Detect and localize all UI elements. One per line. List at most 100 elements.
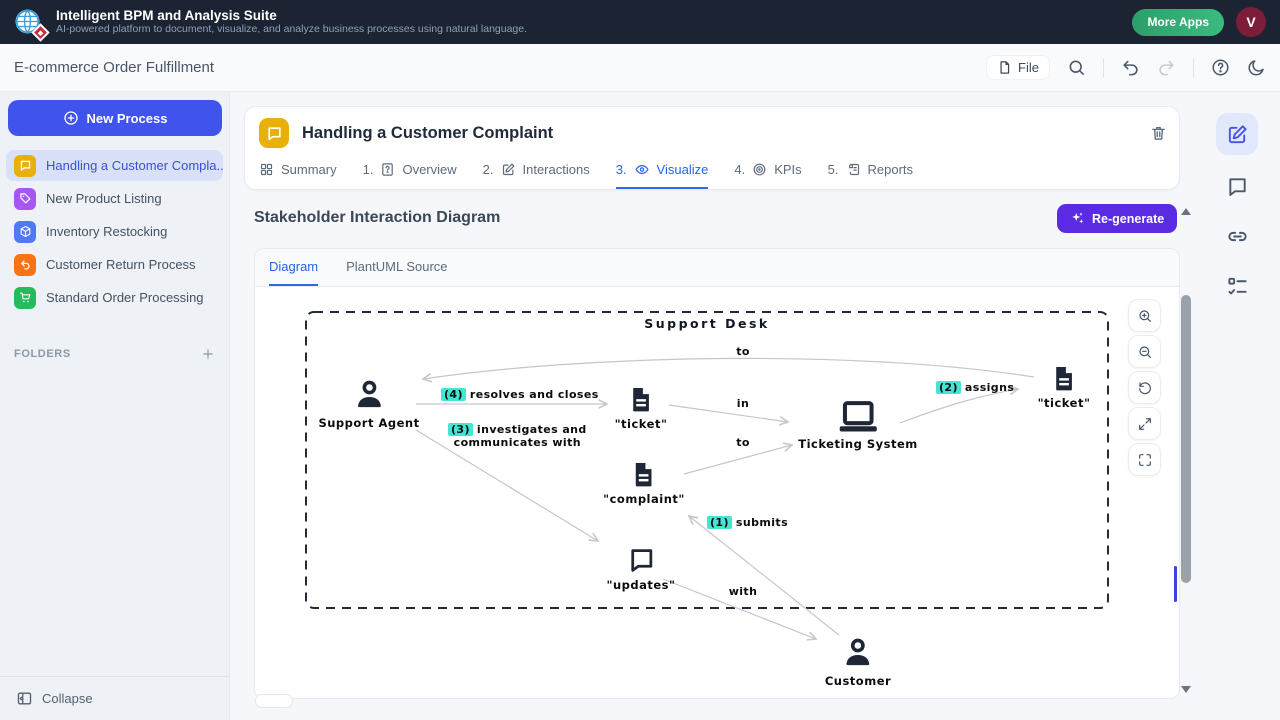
edit-square-icon: [1228, 124, 1247, 143]
file-question-icon: [382, 163, 394, 176]
dark-mode-moon-icon[interactable]: [1247, 58, 1266, 77]
section-title: Stakeholder Interaction Diagram: [254, 209, 501, 226]
node-label: "complaint": [603, 492, 685, 506]
edge-label-to-mid: to: [736, 436, 750, 449]
scroll-icon: [848, 163, 859, 176]
edge-text: investigates and: [476, 423, 587, 436]
delete-process-trash-icon[interactable]: [1150, 124, 1167, 142]
node-updates: "updates": [606, 545, 675, 592]
tab-reports[interactable]: 5. Reports: [828, 152, 913, 189]
sidebar-item-handling-complaint[interactable]: Handling a Customer Compla...: [6, 150, 223, 181]
app-logo-icon: [14, 6, 50, 42]
package-icon: [14, 220, 36, 243]
sidebar-item-label: Standard Order Processing: [46, 290, 204, 305]
edge-text: assigns: [964, 381, 1015, 394]
tab-label: Interactions: [522, 162, 590, 177]
app-titles: Intelligent BPM and Analysis Suite AI-po…: [56, 8, 527, 36]
reset-view-button[interactable]: [1128, 371, 1161, 404]
tab-kpis[interactable]: 4. KPIs: [734, 152, 801, 189]
plus-icon: [203, 349, 213, 359]
tab-number: 2.: [482, 162, 494, 177]
sparkles-icon: [1072, 212, 1084, 224]
edge-label-investigates: (3)investigates and communicates with: [448, 423, 587, 449]
step-badge: (3): [448, 423, 473, 436]
node-ticket-mid: "ticket": [615, 385, 668, 431]
file-menu-button[interactable]: File: [986, 55, 1050, 80]
redo-icon[interactable]: [1157, 58, 1176, 77]
process-title: Handling a Customer Complaint: [302, 123, 554, 142]
link-button[interactable]: [1216, 215, 1258, 257]
node-ticket-right: "ticket": [1038, 364, 1091, 410]
tab-summary[interactable]: Summary: [259, 152, 337, 189]
edit-notes-button[interactable]: [1216, 113, 1258, 155]
tab-visualize[interactable]: 3. Visualize: [615, 152, 709, 189]
sidebar-item-new-product-listing[interactable]: New Product Listing: [6, 183, 223, 214]
link-icon: [1227, 231, 1247, 241]
tab-label: Overview: [402, 162, 457, 177]
step-badge: (4): [441, 388, 466, 401]
tab-overview[interactable]: 1. Overview: [363, 152, 457, 189]
main-content: Handling a Customer Complaint Summary 1.…: [230, 92, 1280, 720]
app-header: Intelligent BPM and Analysis Suite AI-po…: [0, 0, 1280, 44]
search-icon[interactable]: [1067, 58, 1086, 77]
node-label: Customer: [824, 674, 892, 688]
sidebar-item-standard-order[interactable]: Standard Order Processing: [6, 282, 223, 313]
node-label: "updates": [606, 578, 676, 592]
step-badge: (1): [707, 516, 732, 529]
chat-bubble-icon: [1228, 177, 1246, 196]
tab-interactions[interactable]: 2. Interactions: [483, 152, 590, 189]
tab-number: 1.: [362, 162, 374, 177]
message-icon: [630, 549, 652, 572]
tab-plantuml-source[interactable]: PlantUML Source: [346, 259, 448, 274]
sidebar-item-customer-return[interactable]: Customer Return Process: [6, 249, 223, 280]
fullscreen-button[interactable]: [1128, 443, 1161, 476]
globe-icon: [15, 9, 40, 34]
add-folder-button[interactable]: [201, 347, 215, 361]
node-label: Support Agent: [318, 416, 420, 430]
plus-circle-icon: [63, 111, 78, 125]
toolbar-actions: File: [986, 55, 1266, 80]
new-process-button[interactable]: New Process: [8, 100, 222, 136]
edit-square-icon: [502, 163, 514, 176]
tasks-checklist-button[interactable]: [1216, 265, 1258, 307]
edge-text: submits: [735, 516, 789, 529]
tab-label: Summary: [281, 162, 337, 177]
undo-icon[interactable]: [1121, 58, 1140, 77]
collapse-sidebar-button[interactable]: Collapse: [0, 676, 229, 720]
help-icon[interactable]: [1211, 58, 1230, 77]
edge-label-to-top: to: [736, 345, 750, 358]
eye-icon: [634, 165, 649, 174]
comments-button[interactable]: [1216, 165, 1258, 207]
folders-section: FOLDERS: [0, 347, 229, 361]
sidebar-item-inventory-restocking[interactable]: Inventory Restocking: [6, 216, 223, 247]
zoom-out-button[interactable]: [1128, 335, 1161, 368]
scrollbar-down-arrow[interactable]: [1181, 686, 1191, 693]
diagram-zoom-controls: [1128, 299, 1161, 476]
person-icon: [846, 638, 870, 666]
scrollbar-thumb[interactable]: [1181, 295, 1191, 583]
tag-icon: [14, 187, 36, 210]
support-desk-boundary: [305, 311, 1109, 609]
expand-button[interactable]: [1128, 407, 1161, 440]
laptop-icon: [839, 401, 877, 432]
edge-text: resolves and closes: [469, 388, 599, 401]
more-apps-button[interactable]: More Apps: [1132, 8, 1224, 36]
app-subtitle: AI-powered platform to document, visuali…: [56, 23, 528, 35]
file-label: File: [1018, 60, 1039, 75]
regenerate-button[interactable]: Re-generate: [1057, 204, 1178, 233]
tab-number: 5.: [827, 162, 839, 177]
node-label: "ticket": [614, 417, 668, 431]
tab-diagram[interactable]: Diagram: [269, 249, 319, 286]
tab-number: 3.: [615, 162, 627, 177]
scrollbar-up-arrow[interactable]: [1181, 208, 1191, 215]
target-icon: [753, 163, 766, 176]
document-icon: [636, 463, 652, 487]
diagram-inner-scrollbar[interactable]: [1174, 566, 1177, 602]
user-avatar[interactable]: V: [1236, 7, 1266, 37]
cart-icon: [14, 286, 36, 309]
edge-label-with: with: [728, 585, 758, 598]
diagram-edges-svg: [305, 311, 1109, 641]
zoom-in-button[interactable]: [1128, 299, 1161, 332]
sidebar-item-label: Handling a Customer Compla...: [46, 158, 223, 173]
